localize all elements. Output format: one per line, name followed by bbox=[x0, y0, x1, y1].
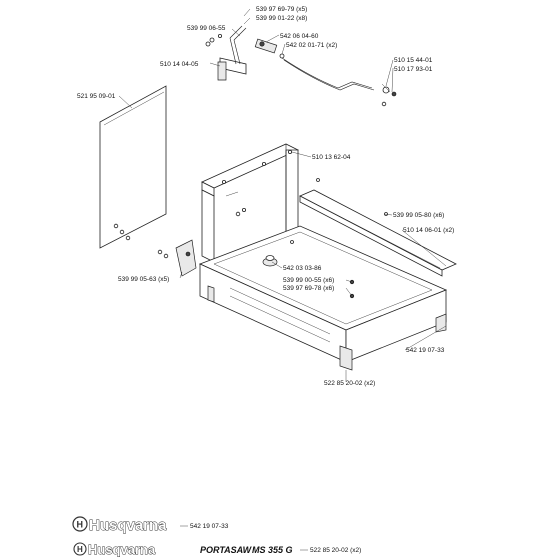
side-rail bbox=[299, 178, 457, 277]
label-542-02-01-71: 542 02 01-71 (x2) bbox=[286, 42, 337, 49]
label-542-03-03-86: 542 03 03-86 bbox=[283, 265, 322, 272]
back-panel bbox=[99, 85, 167, 249]
svg-text:H: H bbox=[77, 520, 84, 530]
label-539-99-05-63: 539 99 05-63 (x5) bbox=[118, 276, 169, 283]
svg-text:Husqvarna: Husqvarna bbox=[88, 542, 156, 557]
label-510-14-04-05: 510 14 04-05 bbox=[160, 61, 199, 68]
part-labels: 539 97 69-79 (x5) 539 99 01-22 (x8) 539 … bbox=[77, 6, 454, 387]
svg-text:H: H bbox=[77, 545, 83, 554]
svg-text:Husqvarna: Husqvarna bbox=[89, 517, 167, 534]
brand-logo-bottom: H Husqvarna bbox=[73, 542, 156, 557]
label-539-97-69-78: 539 97 69-78 (x6) bbox=[283, 285, 334, 292]
label-510-17-93-01: 510 17 93-01 bbox=[394, 66, 433, 73]
label-539-99-06-55: 539 99 06-55 bbox=[187, 25, 226, 32]
label-542-19-07-33: 542 19 07-33 bbox=[406, 347, 445, 354]
label-539-99-01-22: 539 99 01-22 (x8) bbox=[256, 15, 307, 22]
label-510-14-06-01: 510 14 06-01 (x2) bbox=[403, 227, 454, 234]
tray bbox=[198, 225, 448, 371]
model-name: PORTASAW bbox=[200, 545, 253, 555]
label-521-95-09-01: 521 95 09-01 bbox=[77, 93, 116, 100]
footer-part-bottom: 522 85 20-02 (x2) bbox=[310, 547, 361, 554]
clamp-lever bbox=[254, 38, 397, 107]
label-539-97-69-79: 539 97 69-79 (x5) bbox=[256, 6, 307, 13]
left-bracket bbox=[113, 223, 197, 277]
footer-part-top: 542 19 07-33 bbox=[190, 523, 229, 530]
label-539-99-05-80: 539 99 05-80 (x6) bbox=[393, 212, 444, 219]
label-539-99-00-55: 539 99 00-55 (x6) bbox=[283, 277, 334, 284]
drain-fitting bbox=[262, 240, 355, 299]
label-542-06-04-60: 542 06 04-60 bbox=[280, 33, 319, 40]
top-bracket bbox=[205, 25, 247, 81]
label-510-13-62-04: 510 13 62-04 bbox=[312, 154, 351, 161]
leader-lines bbox=[118, 8, 447, 382]
frame-post bbox=[201, 143, 299, 263]
footer: H Husqvarna 542 19 07-33 H Husqvarna POR… bbox=[72, 516, 361, 557]
label-522-85-20-02: 522 85 20-02 (x2) bbox=[324, 380, 375, 387]
label-510-15-44-01: 510 15 44-01 bbox=[394, 57, 433, 64]
model-number: MS 355 G bbox=[252, 545, 293, 555]
brand-logo-top: H Husqvarna bbox=[72, 516, 168, 534]
